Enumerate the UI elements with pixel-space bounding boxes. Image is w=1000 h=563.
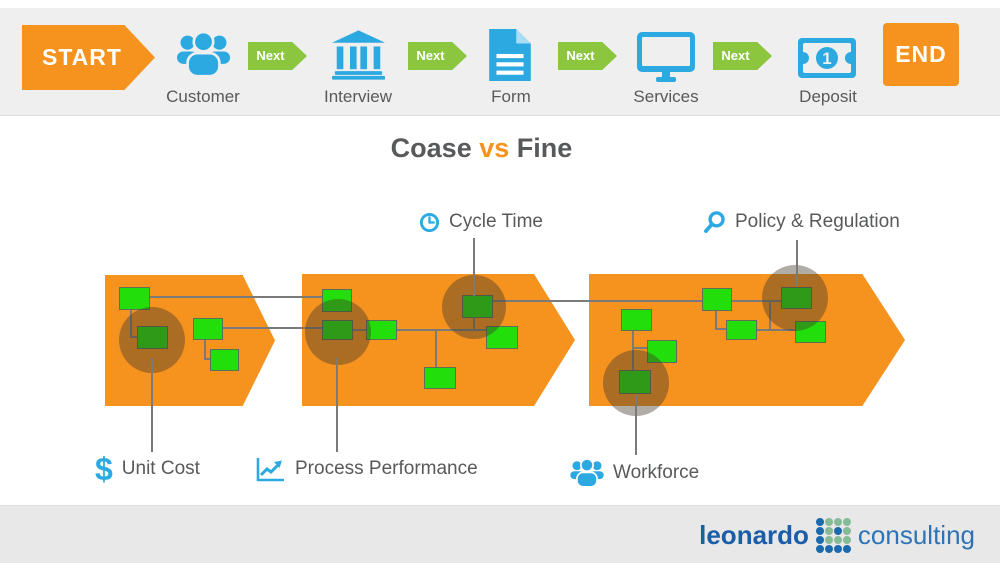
task-box [647,340,677,363]
logo-dot [824,526,833,535]
connector-line [769,300,771,330]
connector-line [397,329,486,331]
task-box [322,320,353,340]
users-icon [570,458,604,488]
next-arrow: Next [248,42,307,70]
end-node: END [883,23,959,86]
chart-icon [256,456,286,482]
connector-line [715,310,717,330]
clock-icon [419,212,440,233]
logo-dot [833,526,842,535]
logo-word-leonardo: leonardo [699,519,809,550]
logo-dot [833,544,842,553]
task-box [486,326,518,349]
callout-cycle-time: Cycle Time [419,210,543,234]
monitor-icon [637,32,695,87]
task-box [210,349,239,371]
task-box [621,309,652,331]
logo-dot [842,544,851,553]
connector-line [435,329,437,367]
step-label-form: Form [491,87,531,106]
connector-line [632,347,648,349]
logo-dot [842,526,851,535]
logo-dot [815,517,824,526]
callout-line-process-performance [336,358,338,452]
connector-line [757,329,795,331]
callout-unit-cost: $ Unit Cost [95,450,200,488]
connector-line [130,336,139,338]
connector-line [715,328,726,330]
callout-policy-regulation: Policy & Regulation [703,209,900,235]
next-arrow: Next [408,42,467,70]
logo-dot [833,517,842,526]
highlight-circle-policy [762,265,828,331]
step-label-interview: Interview [323,87,393,106]
logo-dot [815,535,824,544]
logo-dot [815,544,824,553]
deposit-digit: 1 [822,49,831,68]
connector-line [732,300,781,302]
highlight-circle-process-performance [305,299,371,365]
connector-line [204,358,212,360]
connector-line [150,296,322,298]
footer-strip: leonardo consulting [0,505,1000,563]
leonardo-consulting-logo: leonardo consulting [699,506,975,563]
callout-line-unit-cost [151,358,153,452]
start-node: START [22,25,155,90]
money-icon: 1 [797,38,857,83]
task-box [137,326,168,349]
logo-word-consulting: consulting [857,519,975,550]
logo-dot [833,535,842,544]
task-box [795,321,826,343]
users-icon [177,28,230,87]
callout-process-performance: Process Performance [256,455,478,483]
task-box [322,289,352,312]
page-title: Coase vs Fine [0,133,963,164]
title-word-vs: vs [479,133,510,163]
connector-line [473,317,475,331]
task-box [119,287,150,310]
title-word-fine: Fine [516,133,573,163]
task-box [193,318,223,340]
connector-line [493,300,702,302]
callout-label: Cycle Time [449,211,543,232]
search-icon [703,210,726,234]
logo-dot [842,517,851,526]
task-box [366,320,397,340]
callout-line-policy [796,240,798,286]
task-box [702,288,732,311]
task-box [462,295,493,318]
step-label-customer: Customer [166,87,240,106]
logo-dot [824,544,833,553]
callout-label: Workforce [613,462,700,483]
connector-line [204,340,206,360]
logo-dot [824,535,833,544]
task-box [424,367,456,389]
callout-line-cycle-time [473,238,475,296]
step-label-services: Services [633,87,699,106]
callout-line-workforce [635,395,637,455]
logo-dot-grid [815,517,851,553]
step-label-deposit: Deposit [799,87,857,106]
callout-label: Unit Cost [121,458,200,479]
task-box [781,287,812,309]
callout-label: Policy & Regulation [735,211,900,232]
dollar-icon: $ [95,451,113,487]
document-icon [489,29,531,86]
bank-icon [332,29,385,86]
title-word-coase: Coase [390,133,472,163]
connector-line [353,329,366,331]
logo-dot [824,517,833,526]
connector-line [130,309,132,338]
task-box [726,320,757,340]
task-box [619,370,651,394]
logo-dot [815,526,824,535]
logo-dot [842,535,851,544]
callout-workforce: Workforce [570,458,699,488]
callout-label: Process Performance [295,458,478,479]
connector-line [223,327,322,329]
connector-line [632,330,634,370]
